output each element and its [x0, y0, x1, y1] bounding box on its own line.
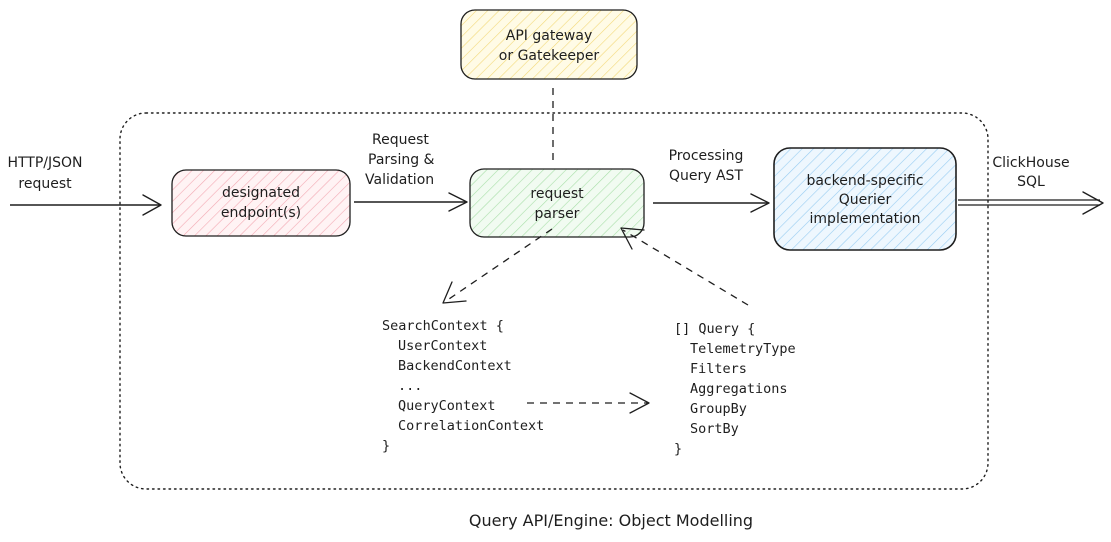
parsing-arrow: [354, 192, 468, 212]
processing-arrow: [653, 193, 770, 213]
querier-node[interactable]: backend-specific Querier implementation: [773, 147, 957, 251]
endpoint-node[interactable]: designated endpoint(s): [171, 169, 351, 237]
search-context-field: ...: [398, 378, 422, 394]
parser-node[interactable]: request parser: [469, 168, 645, 238]
endpoint-label-line1: designated: [222, 185, 300, 201]
engine-boundary: [119, 112, 989, 490]
search-context-field: QueryContext: [398, 398, 496, 414]
output-arrow: [958, 191, 1104, 215]
processing-label-line2: Query AST: [669, 168, 743, 184]
parsing-label-line2: Parsing &: [368, 152, 435, 168]
query-field: Filters: [690, 361, 747, 377]
processing-label-line1: Processing: [669, 148, 744, 164]
parsing-label-line1: Request: [372, 132, 429, 148]
output-label-line2: SQL: [1017, 174, 1045, 190]
query-field: GroupBy: [690, 401, 747, 417]
query-context-arrow: [527, 392, 650, 414]
query-arrow: [620, 227, 749, 306]
parser-label-line1: request: [530, 186, 584, 202]
search-context-block: SearchContext { UserContext BackendConte…: [382, 318, 544, 454]
search-context-field: UserContext: [398, 338, 487, 354]
input-label-line2: request: [18, 176, 72, 192]
input-label-line1: HTTP/JSON: [7, 155, 82, 171]
endpoint-label-line2: endpoint(s): [221, 205, 301, 221]
gateway-label-line1: API gateway: [506, 28, 592, 44]
gateway-node[interactable]: API gateway or Gatekeeper: [460, 9, 638, 80]
querier-label-line3: implementation: [810, 211, 921, 227]
output-label-line1: ClickHouse: [992, 155, 1069, 171]
search-context-field: BackendContext: [398, 358, 512, 374]
query-field: SortBy: [690, 421, 739, 437]
search-context-field: CorrelationContext: [398, 418, 544, 434]
querier-label-line1: backend-specific: [806, 173, 923, 189]
query-closing: }: [674, 441, 682, 457]
query-field: TelemetryType: [690, 341, 796, 357]
search-context-arrow: [442, 228, 553, 304]
gateway-label-line2: or Gatekeeper: [499, 48, 600, 64]
query-header: [] Query {: [674, 321, 755, 337]
query-block: [] Query { TelemetryType Filters Aggrega…: [674, 321, 796, 457]
query-field: Aggregations: [690, 381, 788, 397]
querier-label-line2: Querier: [839, 192, 892, 208]
input-arrow: [10, 194, 162, 216]
diagram-caption: Query API/Engine: Object Modelling: [469, 511, 753, 530]
search-context-header: SearchContext {: [382, 318, 504, 334]
parsing-label-line3: Validation: [365, 172, 434, 188]
parser-label-line2: parser: [535, 206, 580, 222]
search-context-closing: }: [382, 438, 390, 454]
